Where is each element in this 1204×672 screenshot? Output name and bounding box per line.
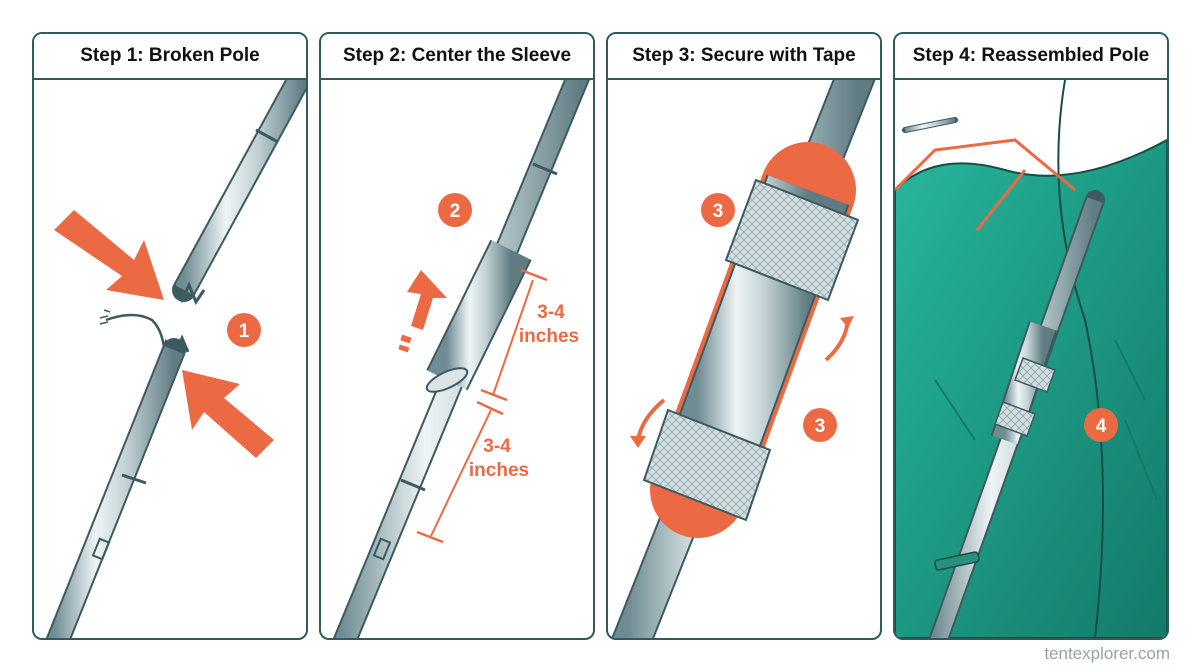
frayed-shock-cord [105,313,166,349]
panel-step-3: Step 3: Secure with Tape [606,32,882,640]
svg-text:2: 2 [450,201,461,222]
lower-pole-segment [45,338,186,638]
measurement-bottom: 3-4 inches [416,400,529,544]
step-badge: 2 [438,193,472,227]
svg-text:4: 4 [1096,416,1107,437]
arrow-icon-left [54,210,164,300]
step-badge: 4 [1084,408,1118,442]
broken-pole-illustration: 1 [34,80,306,638]
site-watermark: tentexplorer.com [1044,644,1170,663]
svg-text:3-4: 3-4 [483,436,511,457]
svg-text:inches: inches [469,460,529,481]
tape-wrap-bottom [642,408,772,522]
arrow-up-icon [398,270,447,353]
repair-sleeve [425,239,532,393]
pole-clip [934,551,980,571]
jagged-break [172,281,206,306]
panel-step-2: Step 2: Center the Sleeve [319,32,595,640]
svg-text:inches: inches [519,326,579,347]
step-badge-side: 3 [803,408,837,442]
upper-pole-segment [172,80,306,302]
panel-step-4: Step 4: Reassembled Pole [893,32,1169,640]
rotate-arrow-icon-right [824,319,850,362]
measurement-top: 3-4 inches [480,268,579,402]
tape-illustration: 3 3 [608,80,880,638]
tape-wrap-top [724,178,860,302]
reassembled-tent-illustration: 4 [895,80,1167,638]
panel-title: Step 4: Reassembled Pole [895,34,1167,80]
repaired-sleeve [990,321,1058,445]
panel-title: Step 2: Center the Sleeve [321,34,593,80]
svg-text:3-4: 3-4 [537,302,565,323]
svg-text:3: 3 [815,416,826,437]
panel-title: Step 3: Secure with Tape [608,34,880,80]
arrow-icon-right [182,370,274,458]
svg-text:1: 1 [239,321,250,342]
sleeve-illustration: 2 3-4 inches 3-4 inches [321,80,593,638]
step-badge: 1 [227,313,261,347]
svg-text:3: 3 [713,201,724,222]
panel-step-1: Step 1: Broken Pole [32,32,308,640]
panel-title: Step 1: Broken Pole [34,34,306,80]
step-badge-top: 3 [701,193,735,227]
